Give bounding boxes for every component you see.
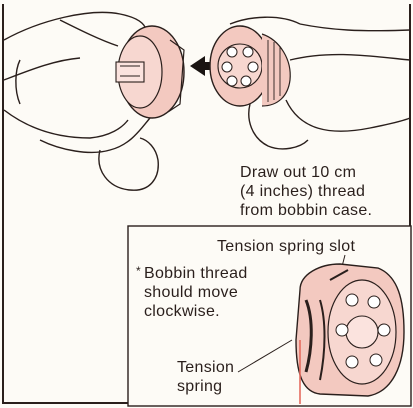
note-asterisk: * [136, 264, 141, 278]
bobbin [116, 26, 184, 118]
draw-out-label: Draw out 10 cm (4 inches) thread from bo… [240, 163, 372, 220]
bobbin-case [210, 26, 290, 106]
tension-spring-label: Tension spring [177, 358, 234, 396]
inset-bobbin-case [296, 264, 404, 396]
bobbin-thread-note: Bobbin thread should move clockwise. [144, 264, 248, 321]
tension-spring-slot-label: Tension spring slot [217, 237, 355, 256]
